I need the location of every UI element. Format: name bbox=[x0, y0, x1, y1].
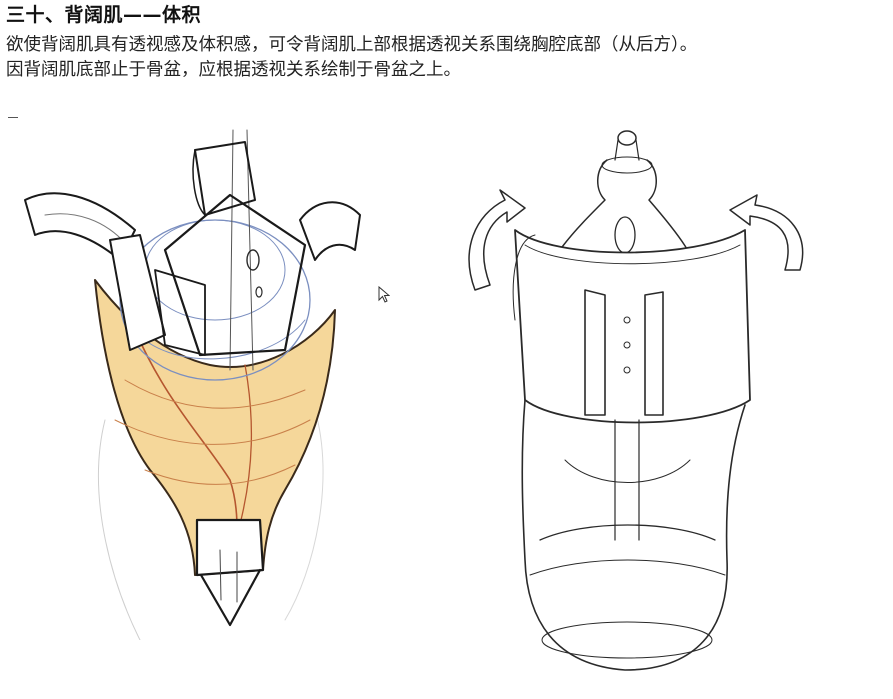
lat-dorsi-pencil-sketch bbox=[445, 120, 825, 695]
text-cursor-mark bbox=[8, 117, 18, 118]
lat-dorsi-colored-sketch bbox=[15, 120, 370, 640]
page-title: 三十、背阔肌——体积 bbox=[6, 2, 201, 28]
description-line-2: 因背阔肌底部止于骨盆，应根据透视关系绘制于骨盆之上。 bbox=[6, 58, 461, 82]
mouse-pointer-icon bbox=[378, 286, 390, 304]
description-line-1: 欲使背阔肌具有透视感及体积感，可令背阔肌上部根据透视关系围绕胸腔底部（从后方）。 bbox=[6, 33, 697, 57]
wrap-band bbox=[515, 230, 750, 423]
